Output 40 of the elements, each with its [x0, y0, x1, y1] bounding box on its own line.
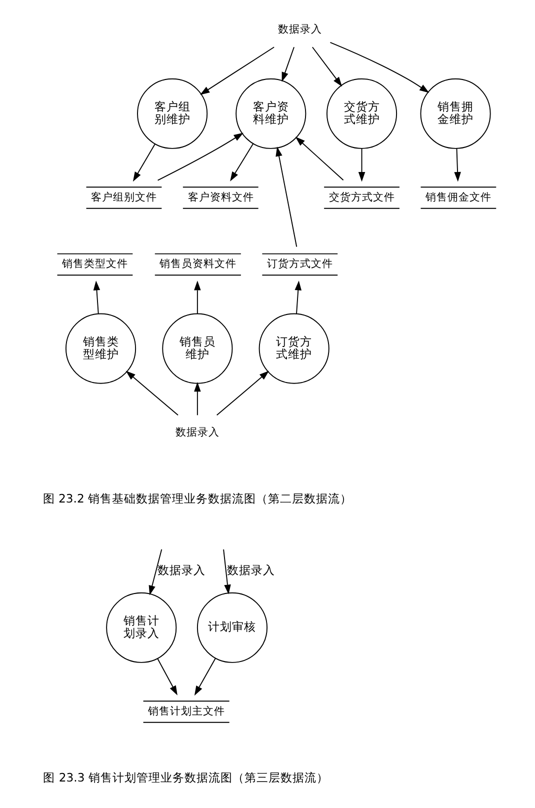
arrow	[132, 144, 155, 182]
arrow	[281, 46, 294, 82]
arrow	[222, 548, 230, 594]
arrow	[216, 370, 269, 416]
arrow	[311, 46, 342, 87]
node-text: 交货方式文件	[328, 190, 394, 204]
arrow	[194, 280, 200, 314]
node-circle: 客户组别维护	[136, 78, 208, 149]
node-text: 销售类型文件	[62, 257, 128, 270]
arrow	[454, 148, 460, 182]
arrow	[358, 148, 365, 182]
arrow	[125, 370, 178, 416]
node-text: 客户资料文件	[187, 190, 254, 204]
node-text: 数据录入	[277, 22, 322, 36]
arrow	[294, 136, 344, 181]
node-circle: 交货方式维护	[326, 78, 397, 149]
arrow	[230, 143, 254, 182]
arrow	[156, 658, 177, 696]
arrow	[329, 42, 429, 93]
arrow	[156, 132, 243, 181]
arrow	[92, 280, 100, 314]
arrow	[194, 382, 200, 416]
edge-label: 数据录入	[226, 563, 275, 578]
node-text: 订货方式文件	[266, 257, 333, 270]
node-text: 销售员资料文件	[159, 257, 236, 270]
node-text: 销售佣金文件	[425, 190, 492, 204]
node-text: 数据录入	[174, 425, 219, 438]
arrow	[275, 146, 297, 248]
arrow	[294, 280, 302, 314]
label: 图 23.3 销售计划管理业务数据流图（第三层数据流）	[42, 770, 328, 784]
node-text: 客户组别文件	[90, 190, 157, 204]
node-circle: 销售计划录入	[106, 592, 176, 663]
node-circle: 销售员维护	[162, 313, 232, 384]
label: 图 23.2 销售基础数据管理业务数据流图（第二层数据流）	[42, 491, 352, 506]
node-text: 销售计划主文件	[148, 704, 225, 718]
node-circle: 计划审核	[196, 592, 268, 663]
edge-label: 数据录入	[156, 563, 205, 578]
arrow	[194, 658, 216, 696]
arrow	[199, 46, 274, 95]
arrow	[148, 548, 162, 596]
